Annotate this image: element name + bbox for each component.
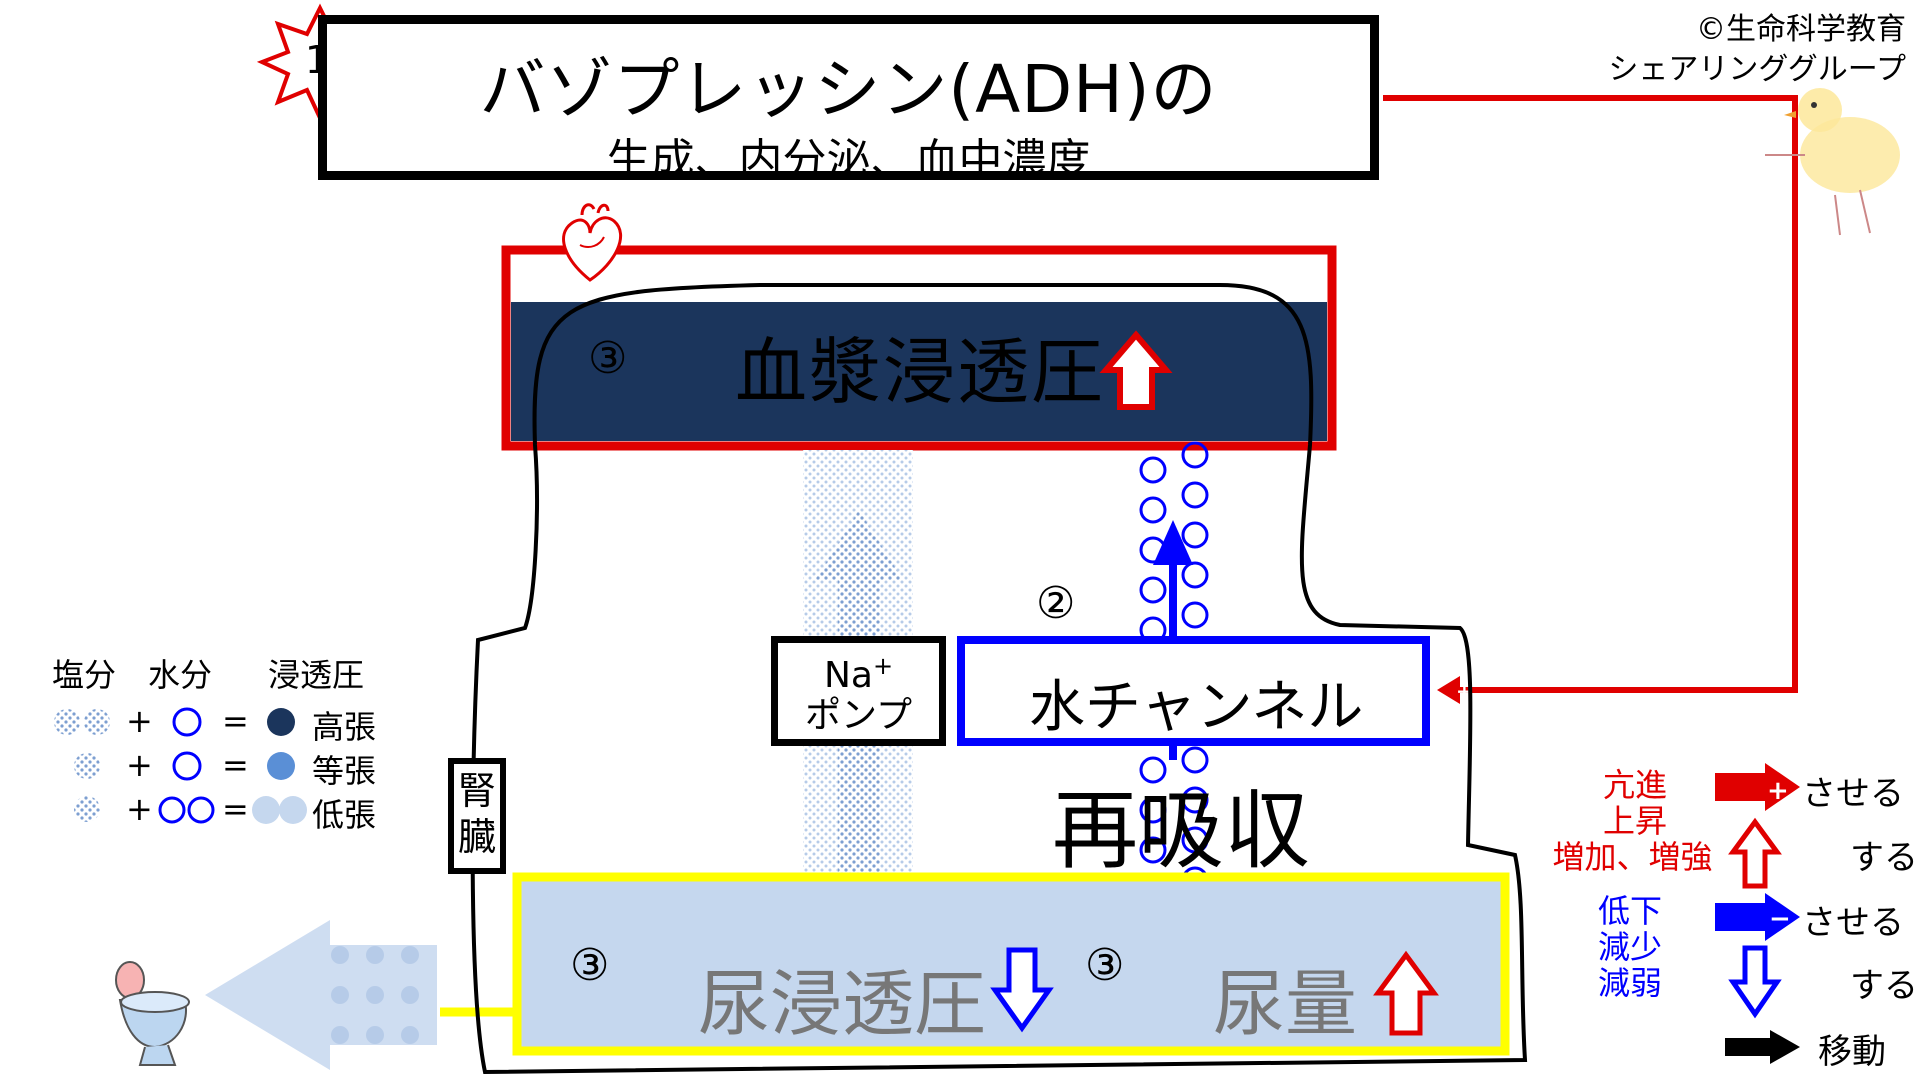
water-channel-box: 水チャンネル <box>957 636 1430 746</box>
svg-text:+: + <box>1767 776 1789 806</box>
legend-eq-2: = <box>222 746 249 784</box>
legend-eq-1: = <box>222 702 249 740</box>
legend-plus-2: + <box>126 746 153 784</box>
plasma-step: ③ <box>588 333 628 384</box>
legend-red-word-3: 増加、増強 <box>1552 838 1713 876</box>
title-box: バゾプレッシン(ADH)の 生成、内分泌、血中濃度 <box>318 15 1379 186</box>
legend-header-water: 水分 <box>148 656 213 694</box>
urine-vol-step: ③ <box>1085 940 1125 991</box>
legend-blue-word-1: 低下 <box>1597 892 1662 930</box>
legend-plus-3: + <box>126 790 153 828</box>
plasma-fill <box>511 302 1327 441</box>
legend-blue-down-arrow-icon <box>1728 945 1782 1019</box>
legend-black-right-arrow-icon <box>1725 1030 1800 1064</box>
urine-vol-label: 尿量 <box>1213 962 1358 1046</box>
kidney-label-box: 腎 臓 <box>448 758 506 874</box>
legend-red-up-arrow-icon <box>1728 817 1782 889</box>
plasma-label: 血漿浸透圧 <box>735 330 1106 414</box>
legend-row-hyper: 高張 <box>312 708 377 746</box>
title-line1: バゾプレッシン(ADH)の <box>479 51 1218 128</box>
water-flow-arrowhead <box>1153 520 1193 565</box>
copyright-line1: ©生命科学教育 <box>1696 12 1906 47</box>
legend-red-word-1: 亢進 <box>1602 766 1667 804</box>
heart-icon <box>562 203 623 282</box>
legend-blue-suffix-2: する <box>1850 966 1918 1006</box>
salt-flow-arrowhead <box>815 510 903 580</box>
kidney-line2: 臓 <box>457 815 496 859</box>
water-channel-label: 水チャンネル <box>1029 675 1364 740</box>
legend-header-osm: 浸透圧 <box>268 656 365 694</box>
legend-red-word-2: 上昇 <box>1602 802 1667 840</box>
water-flow-circles <box>1139 441 1209 904</box>
legend-blue-word-3: 減弱 <box>1597 964 1662 1002</box>
legend-move-label: 移動 <box>1818 1032 1886 1072</box>
copyright-line2: シェアリンググループ <box>1608 52 1906 87</box>
kidney-line1: 腎 <box>457 769 496 813</box>
legend-row-iso: 等張 <box>312 752 377 790</box>
reabsorption-label: 再吸収 <box>1052 781 1310 881</box>
urine-osm-down-arrow-icon <box>990 947 1054 1033</box>
chick-illustration <box>1765 88 1900 236</box>
na-pump-line1: Na+ <box>823 652 894 696</box>
urine-osm-step: ③ <box>570 940 610 991</box>
legend-blue-word-2: 減少 <box>1597 928 1662 966</box>
legend-red-suffix-2: する <box>1850 838 1918 878</box>
na-pump-line2: ポンプ <box>805 695 912 736</box>
legend-red-suffix-1: させる <box>1802 774 1904 814</box>
legend-plus-1: + <box>126 702 153 740</box>
legend-red-right-arrow-icon: + <box>1715 763 1800 811</box>
aquaporin-step: ② <box>1036 578 1076 629</box>
legend-left-symbols <box>54 707 307 824</box>
copyright: ©生命科学教育 シェアリンググループ <box>1608 10 1906 90</box>
adh-feedback-arrowhead <box>1437 676 1460 704</box>
urine-osm-label: 尿浸透圧 <box>698 962 987 1046</box>
adh-feedback-line <box>1383 95 1798 693</box>
title-line2: 生成、内分泌、血中濃度 <box>606 135 1091 186</box>
legend-eq-3: = <box>222 790 249 828</box>
legend-blue-suffix-1: させる <box>1802 903 1904 943</box>
legend-blue-right-arrow-icon: − <box>1715 893 1800 941</box>
toilet-icon <box>115 961 190 1066</box>
plasma-up-arrow-icon <box>1099 330 1173 410</box>
urine-vol-up-arrow-icon <box>1373 950 1439 1036</box>
excretion-dots <box>331 946 419 1044</box>
legend-row-hypo: 低張 <box>312 796 377 834</box>
legend-header-salt: 塩分 <box>52 656 117 694</box>
na-pump-box: Na+ ポンプ <box>771 636 946 746</box>
body-outline <box>470 283 1528 1075</box>
svg-text:−: − <box>1769 904 1791 934</box>
